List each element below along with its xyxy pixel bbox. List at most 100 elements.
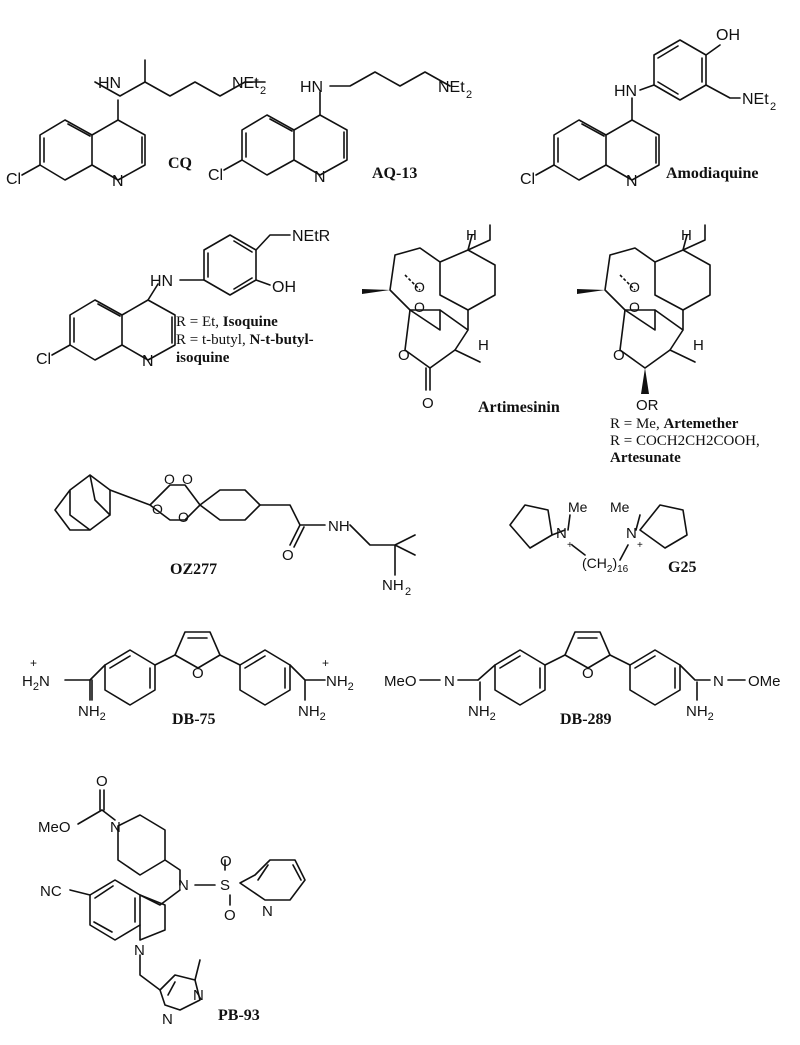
oz277-o4-label: O bbox=[178, 509, 189, 525]
artemisinin-o3-label: O bbox=[398, 347, 410, 364]
amodiaquine-oh-label: OH bbox=[716, 27, 740, 44]
compound-aq13: HN NEt 2 Cl N AQ-13 bbox=[208, 71, 472, 186]
isoquine-note-line2: R = t-butyl, N-t-butyl- bbox=[176, 332, 314, 348]
db75-o-label: O bbox=[192, 665, 204, 682]
isoquine-hn-label: HN bbox=[150, 273, 173, 290]
artemether-o2-label: O bbox=[629, 299, 640, 315]
pb93-n2-label: N bbox=[178, 877, 189, 894]
db289-nh2-label-1: NH2 bbox=[468, 703, 496, 723]
pb93-n1-label: N bbox=[110, 819, 121, 836]
aq13-hn-label: HN bbox=[300, 79, 323, 96]
cq-net2-subscript: 2 bbox=[260, 85, 266, 97]
pb93-n3-label: N bbox=[262, 903, 273, 920]
pb93-name: PB-93 bbox=[218, 1007, 260, 1024]
artemether-or-label: OR bbox=[636, 397, 659, 414]
compound-g25: Me Me N N + + (CH2)16 G25 bbox=[509, 499, 696, 576]
g25-n1-label: N bbox=[556, 525, 567, 542]
aq13-net2-label: NEt bbox=[438, 79, 465, 96]
compound-pb93: O MeO N N S O O N NC N N N PB-93 bbox=[38, 773, 306, 1028]
g25-plus2: + bbox=[637, 540, 643, 551]
artemether-o3-label: O bbox=[613, 347, 625, 364]
artemisinin-name: Artimesinin bbox=[478, 399, 560, 416]
compound-cq: HN NEt 2 Cl N CQ bbox=[6, 59, 266, 190]
oz277-nh2-label: NH bbox=[382, 577, 404, 594]
db289-o-label: O bbox=[582, 665, 594, 682]
db289-ome-label: OMe bbox=[748, 673, 781, 690]
artemisinin-h2-label: H bbox=[478, 337, 489, 354]
aq13-name: AQ-13 bbox=[372, 165, 417, 182]
db75-h2n-label: H2N bbox=[22, 673, 50, 693]
isoquine-cl-label: Cl bbox=[36, 351, 51, 368]
db75-plus1: + bbox=[30, 656, 37, 670]
isoquine-note-line1: R = Et, Isoquine bbox=[176, 314, 278, 330]
g25-me2-label: Me bbox=[610, 499, 630, 515]
db289-meo-label: MeO bbox=[384, 673, 417, 690]
aq13-cl-label: Cl bbox=[208, 167, 223, 184]
artemisinin-o1-label: O bbox=[414, 279, 425, 295]
artemether-h1-label: H bbox=[681, 227, 692, 244]
g25-me1-label: Me bbox=[568, 499, 588, 515]
compound-artemether: H H O O O OR R = Me, Artemether R = COCH… bbox=[577, 224, 760, 466]
artemether-o1-label: O bbox=[629, 279, 640, 295]
pb93-nc-label: NC bbox=[40, 883, 62, 900]
db289-n1-label: N bbox=[444, 673, 455, 690]
oz277-name: OZ277 bbox=[170, 561, 217, 578]
db289-n2-label: N bbox=[713, 673, 724, 690]
g25-ch2-label: (CH2)16 bbox=[582, 555, 629, 575]
artemisinin-o4-label: O bbox=[422, 395, 434, 412]
oz277-nh2-subscript: 2 bbox=[405, 586, 411, 598]
amodiaquine-cl-label: Cl bbox=[520, 171, 535, 188]
pb93-n4-label: N bbox=[134, 942, 145, 959]
amodiaquine-net2-label: NEt bbox=[742, 91, 769, 108]
amodiaquine-n-label: N bbox=[626, 173, 638, 190]
oz277-nh-label: NH bbox=[328, 518, 350, 535]
db75-nh2-label-3: NH2 bbox=[326, 673, 354, 693]
compound-oz277: O O O O O NH NH 2 OZ277 bbox=[54, 471, 416, 598]
isoquine-note-line3: isoquine bbox=[176, 350, 230, 366]
oz277-o1-label: O bbox=[164, 471, 175, 487]
artemisinin-o2-label: O bbox=[414, 299, 425, 315]
g25-plus1: + bbox=[567, 540, 573, 551]
db75-nh2-label-2: NH2 bbox=[298, 703, 326, 723]
amodiaquine-net2-subscript: 2 bbox=[770, 101, 776, 113]
compound-isoquine: NEtR HN OH Cl N R = Et, Isoquine R = t-b… bbox=[36, 228, 330, 370]
isoquine-oh-label: OH bbox=[272, 279, 296, 296]
isoquine-netr-label: NEtR bbox=[292, 228, 330, 245]
artemether-note-line2: R = COCH2CH2COOH, bbox=[610, 433, 760, 449]
cq-name: CQ bbox=[168, 155, 192, 172]
aq13-net2-subscript: 2 bbox=[466, 89, 472, 101]
aq13-n-label: N bbox=[314, 169, 326, 186]
compound-amodiaquine: OH HN NEt 2 Cl N Amodiaquine bbox=[520, 27, 776, 190]
pb93-s-label: S bbox=[220, 877, 230, 894]
pb93-n5-label: N bbox=[193, 987, 204, 1004]
pb93-o1-label: O bbox=[96, 773, 108, 790]
compound-artemisinin: H H O O O O Artimesinin bbox=[362, 224, 560, 416]
g25-name: G25 bbox=[668, 559, 696, 576]
compound-db75: H2N + NH2 O NH2 NH2 + DB-75 bbox=[22, 631, 354, 728]
pb93-n6-label: N bbox=[162, 1011, 173, 1028]
oz277-o2-label: O bbox=[182, 471, 193, 487]
artemether-h2-label: H bbox=[693, 337, 704, 354]
pb93-meo-label: MeO bbox=[38, 819, 71, 836]
db289-name: DB-289 bbox=[560, 711, 612, 728]
isoquine-n-label: N bbox=[142, 353, 154, 370]
cq-net2-label: NEt bbox=[232, 75, 259, 92]
cq-hn-label: HN bbox=[98, 75, 121, 92]
compound-db289: MeO N NH2 O N OMe NH2 DB-289 bbox=[384, 631, 781, 728]
db75-nh2-label-1: NH2 bbox=[78, 703, 106, 723]
db75-plus2: + bbox=[322, 656, 329, 670]
artemether-note-line3: Artesunate bbox=[610, 450, 681, 466]
artemether-note-line1: R = Me, Artemether bbox=[610, 416, 739, 432]
pb93-o3-label: O bbox=[224, 907, 236, 924]
cq-cl-label: Cl bbox=[6, 171, 21, 188]
db75-name: DB-75 bbox=[172, 711, 216, 728]
artemisinin-h1-label: H bbox=[466, 227, 477, 244]
pb93-o2-label: O bbox=[220, 853, 232, 870]
cq-n-label: N bbox=[112, 173, 124, 190]
amodiaquine-hn-label: HN bbox=[614, 83, 637, 100]
oz277-o5-label: O bbox=[282, 547, 294, 564]
db289-nh2-label-2: NH2 bbox=[686, 703, 714, 723]
oz277-o3-label: O bbox=[152, 501, 163, 517]
g25-n2-label: N bbox=[626, 525, 637, 542]
